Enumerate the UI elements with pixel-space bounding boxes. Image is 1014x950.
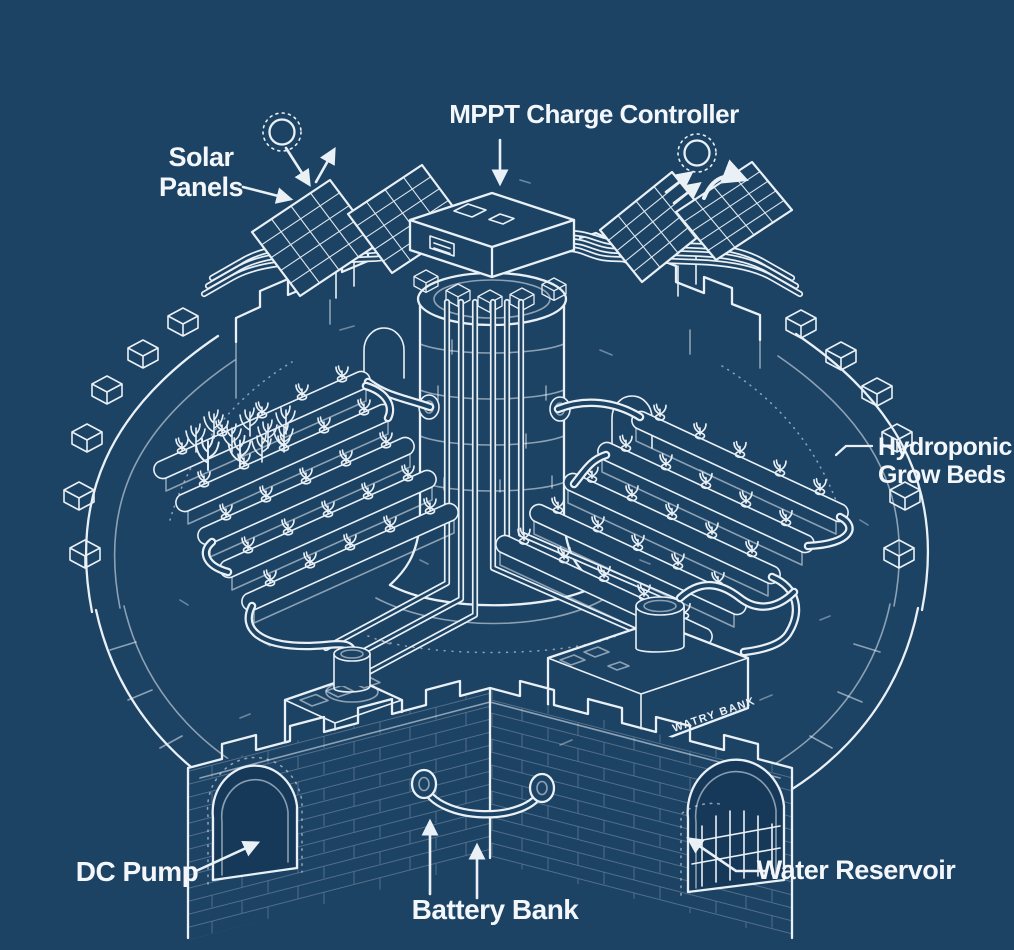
label-solar-panels: Solar Panels [158,142,244,203]
leader-lines [194,138,874,900]
label-grow-beds-line2: Grow Beds [878,461,1006,489]
sunlight-arrows-right [664,159,749,205]
label-grow-beds-line1: Hydroponic [878,433,1012,461]
label-solar-panels-line2: Panels [158,172,244,203]
water-reservoir-leader [686,837,768,873]
sunlight-arrows-left [284,146,336,187]
dc-pump-arch [206,756,303,885]
front-walls [186,679,794,940]
mppt-controller-box [408,191,576,279]
portcullis [691,810,781,887]
label-solar-panels-line1: Solar [168,142,234,172]
dc-pump-leader [194,840,261,873]
front-hose [410,768,556,819]
label-dc-pump: DC Pump [75,856,199,887]
label-water-reservoir: Water Reservoir [756,855,956,885]
grow-beds-leader [834,444,874,457]
solar-panel-array-left [250,163,468,298]
texture-dashes [179,179,869,746]
water-reservoir-gate [680,758,786,896]
grow-beds-left [153,361,459,655]
label-battery-bank: Battery Bank [411,894,579,925]
solar-panels-leader [241,185,294,204]
label-mppt-charge-controller: MPPT Charge Controller [449,99,739,129]
label-hydroponic-grow-beds: Hydroponic Grow Beds [878,433,1012,489]
